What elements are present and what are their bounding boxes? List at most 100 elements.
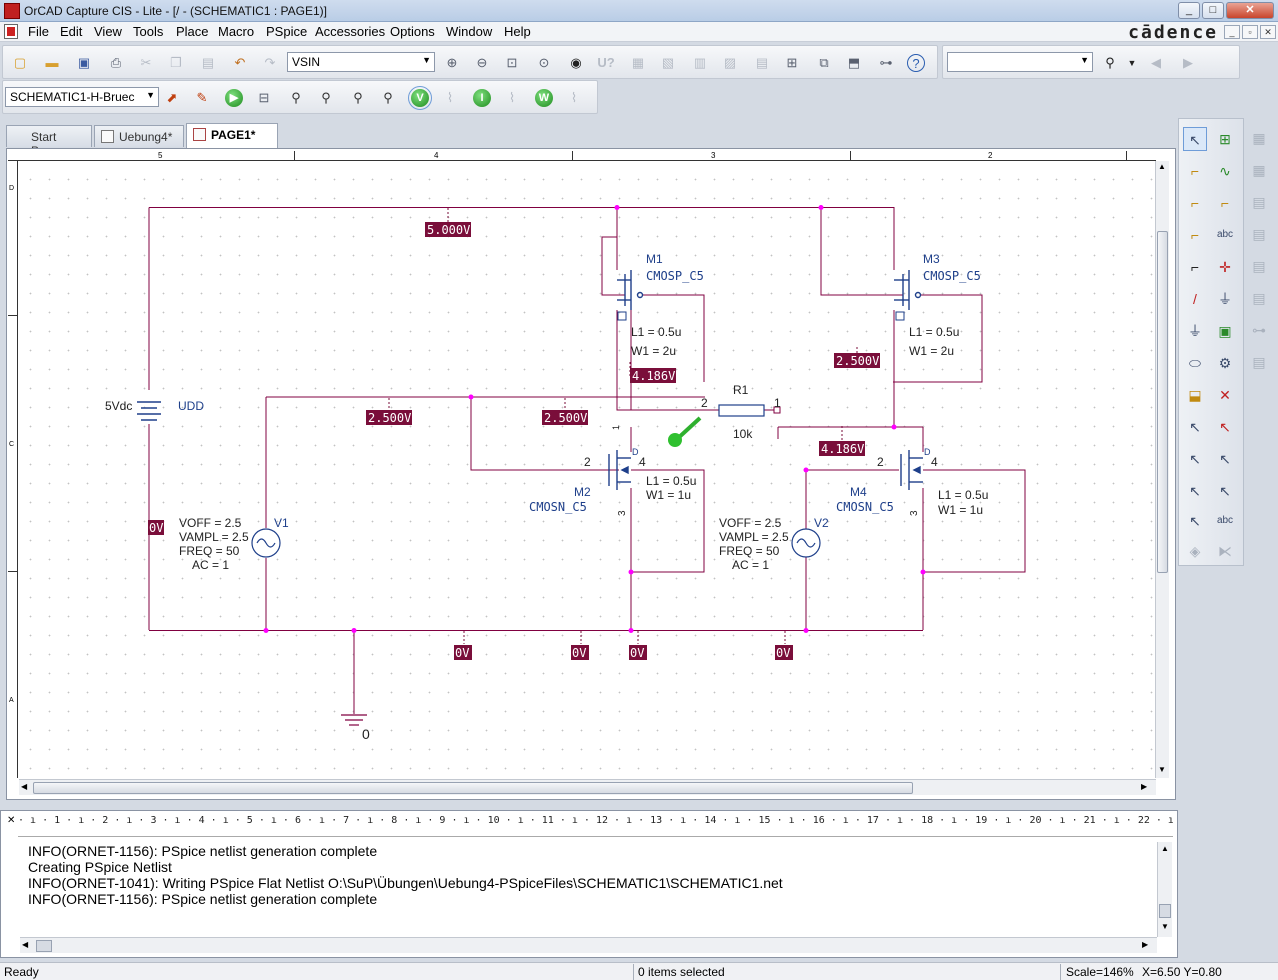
close-button[interactable]: ✕ <box>1226 2 1274 19</box>
back-icon[interactable]: ◀ <box>1151 55 1161 70</box>
document-icon[interactable] <box>4 24 18 39</box>
log-hscroll-thumb[interactable] <box>36 940 52 952</box>
menu-window[interactable]: Window <box>446 24 493 39</box>
auto-connect-icon[interactable]: ⌐ <box>1190 195 1200 211</box>
place-bus-icon[interactable]: ⌐ <box>1190 259 1200 275</box>
back-annotate-icon[interactable]: ▦ <box>631 55 645 70</box>
bias-current-icon[interactable]: I <box>473 89 491 107</box>
save-icon[interactable]: ▣ <box>77 55 91 70</box>
zoom-area-icon[interactable]: ⊡ <box>506 55 518 70</box>
cross-reference-icon[interactable]: ▨ <box>723 55 737 70</box>
scroll-left-icon[interactable]: ◀ <box>21 782 28 791</box>
off-page-icon[interactable]: ⬓ <box>1188 387 1202 403</box>
new-icon[interactable]: ▢ <box>13 55 27 70</box>
power-icon[interactable]: ⏚ <box>1218 291 1232 307</box>
polyline-icon[interactable]: ↖ <box>1219 419 1231 435</box>
hierarchical-block-icon[interactable]: ▣ <box>1218 323 1232 339</box>
run-icon[interactable]: ▶ <box>225 89 243 107</box>
session-log-close-icon[interactable]: ✕ <box>7 815 16 826</box>
menu-tools[interactable]: Tools <box>133 24 164 39</box>
scroll-down-icon[interactable]: ▼ <box>1158 765 1166 774</box>
print-icon[interactable]: ⎙ <box>110 55 122 70</box>
place-net-group-icon[interactable]: ∿ <box>1219 163 1231 179</box>
new-simulation-icon[interactable]: ⬈ <box>166 90 178 105</box>
horizontal-scroll-thumb[interactable] <box>33 782 913 794</box>
auto-wire-icon[interactable]: ⌐ <box>1220 195 1230 211</box>
forward-icon[interactable]: ▶ <box>1183 55 1193 70</box>
bus-entry-icon[interactable]: / <box>1193 291 1197 307</box>
copy-icon[interactable]: ❐ <box>170 55 182 70</box>
mdi-minimize-button[interactable]: _ <box>1224 25 1240 39</box>
current-marker-icon[interactable]: ⚲ <box>353 90 363 105</box>
voltage-marker-icon[interactable]: ⚲ <box>291 90 301 105</box>
drc-icon[interactable]: ▧ <box>661 55 675 70</box>
net-alias-icon[interactable]: abc <box>1216 229 1234 240</box>
maximize-button[interactable]: □ <box>1202 2 1224 19</box>
redo-icon[interactable]: ↷ <box>264 55 276 70</box>
menu-macro[interactable]: Macro <box>218 24 255 39</box>
place-wire-icon[interactable]: ⌐ <box>1190 163 1200 179</box>
cut-icon[interactable]: ✂ <box>140 55 152 70</box>
junction-icon[interactable]: ✛ <box>1219 259 1231 275</box>
select-tool-icon[interactable]: ↖ <box>1183 127 1207 151</box>
view-results-icon[interactable]: ⊟ <box>258 90 270 105</box>
bias-voltage-icon[interactable]: V <box>408 86 432 110</box>
elliptical-arc-icon[interactable]: ↖ <box>1219 483 1231 499</box>
zoom-in-icon[interactable]: ⊕ <box>446 55 458 70</box>
menu-accessories[interactable]: Accessories <box>315 24 386 39</box>
paste-icon[interactable]: ▤ <box>201 55 215 70</box>
part-select[interactable]: VSIN ▼ <box>287 52 435 72</box>
power-marker-icon[interactable]: ⚲ <box>383 90 393 105</box>
chevron-down-icon[interactable]: ▼ <box>1127 58 1137 68</box>
open-folder-icon[interactable]: ▬ <box>45 55 59 70</box>
diff-marker-icon[interactable]: ⚲ <box>321 90 331 105</box>
tab-start-page[interactable]: Start Page <box>6 125 92 158</box>
port-icon[interactable]: ⬭ <box>1189 355 1201 371</box>
project-manager-icon[interactable]: ⊶ <box>879 55 893 70</box>
menu-place[interactable]: Place <box>176 24 209 39</box>
scroll-up-icon[interactable]: ▲ <box>1158 162 1166 171</box>
rectangle-icon[interactable]: ↖ <box>1189 451 1201 467</box>
area-select-icon[interactable]: ⧉ <box>819 55 829 70</box>
power-display-icon[interactable]: ⌇ <box>570 90 578 105</box>
zoom-out-icon[interactable]: ⊖ <box>476 55 488 70</box>
scroll-right-icon[interactable]: ▶ <box>1141 782 1148 791</box>
ieee-symbol-icon[interactable]: ◈ <box>1189 543 1201 559</box>
scroll-down-icon[interactable]: ▼ <box>1161 922 1169 931</box>
menu-pspice[interactable]: PSpice <box>266 24 308 39</box>
menu-options[interactable]: Options <box>390 24 435 39</box>
scroll-left-icon[interactable]: ◀ <box>22 940 29 949</box>
drag-icon[interactable]: ⬒ <box>847 55 861 70</box>
annotate-icon[interactable]: U? <box>597 55 615 70</box>
voltage-display-icon[interactable]: ⌇ <box>446 90 454 105</box>
line-icon[interactable]: ↖ <box>1189 419 1201 435</box>
session-log-text[interactable]: INFO(ORNET-1156): PSpice netlist generat… <box>28 843 1148 907</box>
snap-grid-icon[interactable]: ⊞ <box>786 55 798 70</box>
netlist-icon[interactable]: ▥ <box>693 55 707 70</box>
picture-icon[interactable]: ⧔ <box>1218 543 1232 559</box>
bezier-icon[interactable]: ↖ <box>1189 513 1201 529</box>
schematic-horizontal-scrollbar[interactable]: ◀ ▶ <box>19 779 1156 795</box>
bias-power-icon[interactable]: W <box>535 89 553 107</box>
log-scroll-thumb[interactable] <box>1159 904 1171 918</box>
current-display-icon[interactable]: ⌇ <box>508 90 516 105</box>
arc-icon[interactable]: ↖ <box>1189 483 1201 499</box>
mdi-restore-button[interactable]: ▫ <box>1242 25 1258 39</box>
schematic-canvas[interactable]: 5Vdc UDD V1 VOFF = 2.5 VAMPL = 2.5 FREQ … <box>19 162 1154 778</box>
undo-icon[interactable]: ↶ <box>234 55 246 70</box>
no-connect-icon[interactable]: ✕ <box>1219 387 1231 403</box>
ellipse-icon[interactable]: ↖ <box>1219 451 1231 467</box>
scroll-up-icon[interactable]: ▲ <box>1161 844 1169 853</box>
tab-uebung4[interactable]: Uebung4* <box>94 125 184 147</box>
place-part-icon[interactable]: ⊞ <box>1219 131 1231 147</box>
ground-icon[interactable]: ⏚ <box>1188 323 1202 339</box>
schematic-vertical-scrollbar[interactable]: ▲ ▼ <box>1155 161 1169 778</box>
menu-help[interactable]: Help <box>504 24 531 39</box>
session-log-horizontal-scrollbar[interactable]: ◀ ▶ <box>20 937 1157 953</box>
text-icon[interactable]: abc <box>1216 515 1234 526</box>
zoom-all-icon[interactable]: ⊙ <box>538 55 550 70</box>
eye-icon[interactable]: ◉ <box>570 55 582 70</box>
search-select[interactable]: ▼ <box>947 52 1093 72</box>
auto-multi-icon[interactable]: ⌐ <box>1190 227 1200 243</box>
circuit-diagram[interactable]: 5Vdc UDD V1 VOFF = 2.5 VAMPL = 2.5 FREQ … <box>19 162 1154 778</box>
